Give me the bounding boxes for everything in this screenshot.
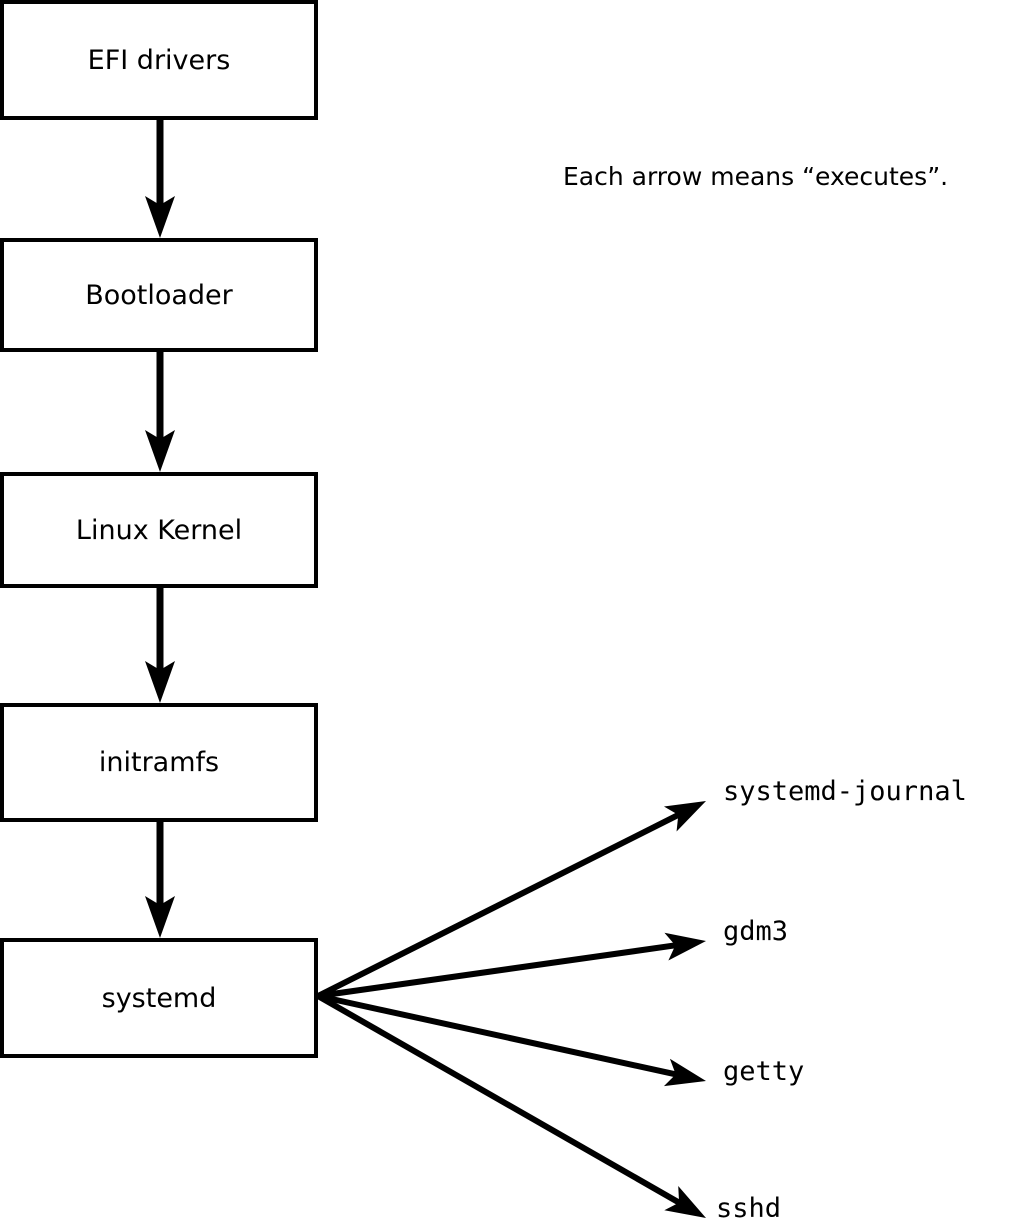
node-label: Linux Kernel [75, 514, 243, 546]
service-label-gdm3[interactable]: gdm3 [723, 916, 789, 947]
node-systemd[interactable]: systemd [0, 938, 318, 1058]
chain-arrow-head-0 [145, 196, 175, 238]
fanout-arrow-line-2 [317, 993, 678, 1078]
node-label: Bootloader [85, 279, 233, 311]
fanout-arrow-line-3 [316, 993, 682, 1206]
fanout-arrow-line-0 [316, 811, 681, 999]
node-linux-kernel[interactable]: Linux Kernel [0, 472, 318, 588]
node-bootloader[interactable]: Bootloader [0, 238, 318, 352]
fanout-arrow-head-0 [663, 801, 706, 832]
node-initramfs[interactable]: initramfs [0, 703, 318, 822]
node-efi-drivers[interactable]: EFI drivers [0, 0, 318, 120]
legend-caption: Each arrow means “executes”. [563, 162, 949, 191]
node-label: initramfs [98, 747, 220, 778]
fanout-arrow-head-2 [663, 1058, 706, 1087]
service-label-getty[interactable]: getty [723, 1056, 805, 1087]
chain-arrow-head-1 [145, 430, 175, 472]
service-label-sshd[interactable]: sshd [716, 1193, 782, 1224]
node-label: systemd [101, 982, 217, 1014]
service-label-systemd-journal[interactable]: systemd-journal [723, 776, 967, 807]
fanout-arrow-head-1 [664, 932, 706, 961]
chain-arrow-head-2 [145, 661, 175, 703]
fanout-arrow-line-1 [317, 942, 677, 999]
node-label: EFI drivers [87, 44, 231, 76]
chain-arrow-head-3 [145, 896, 175, 938]
fanout-arrow-head-3 [664, 1185, 706, 1218]
